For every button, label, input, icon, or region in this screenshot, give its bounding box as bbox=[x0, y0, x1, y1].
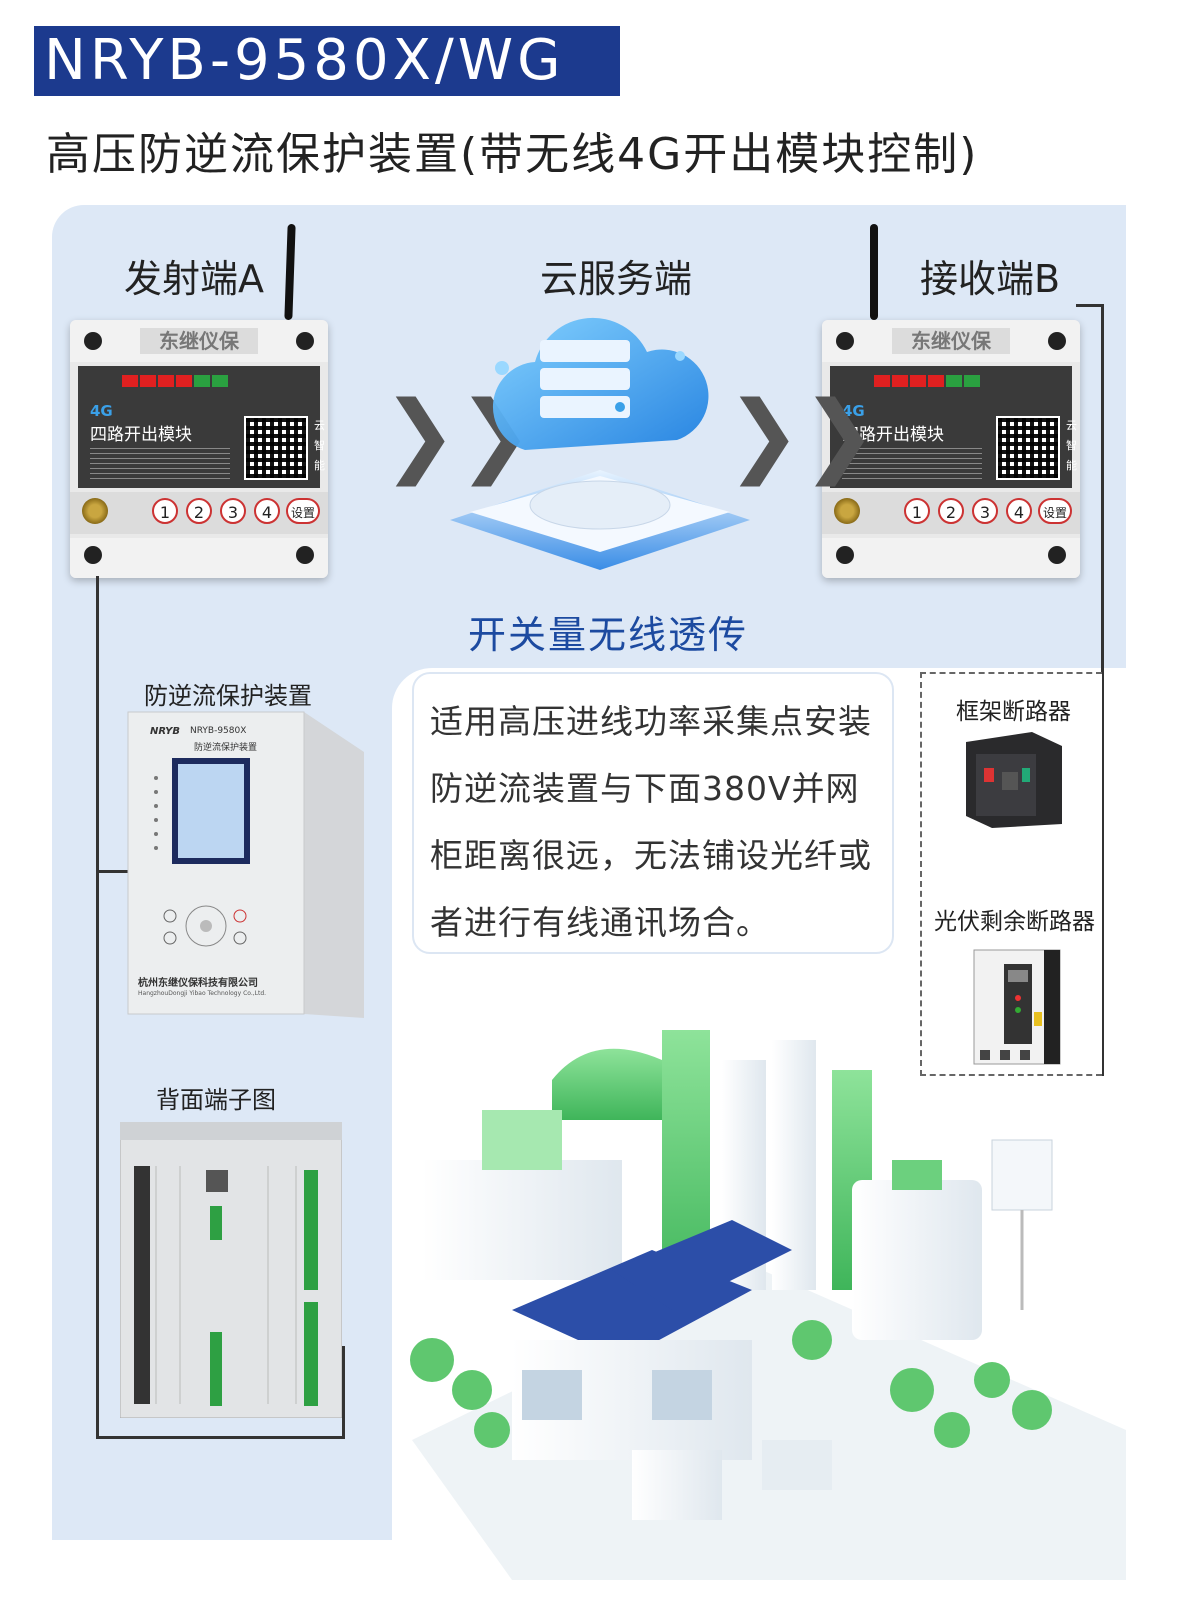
terminal-label: 背面端子图 bbox=[156, 1086, 276, 1114]
receiver-label: 接收端B bbox=[920, 257, 1061, 301]
terminal-panel bbox=[119, 1121, 343, 1419]
cloud-label: 云服务端 bbox=[540, 257, 693, 301]
protector-label: 防逆流保护装置 bbox=[144, 682, 312, 710]
connector-line bbox=[96, 1436, 344, 1439]
module-button-2[interactable]: 2 bbox=[938, 498, 964, 524]
description-line: 防逆流装置与下面380V并网 bbox=[430, 769, 860, 808]
connector-line bbox=[342, 1346, 345, 1439]
protector-device: NRYB NRYB-9580X 防逆流保护装置 杭州东继仪保科技有限公司 Han… bbox=[127, 711, 364, 1018]
page-subtitle: 高压防逆流保护装置(带无线4G开出模块控制) bbox=[46, 129, 979, 180]
sender-module: 东继仪保 4G 四路开出模块 云智能 1 2 3 4 设置 bbox=[70, 320, 328, 578]
connector-line bbox=[96, 870, 130, 873]
module-brand: 东继仪保 bbox=[892, 328, 1010, 354]
module-4g-tag: 4G bbox=[90, 402, 113, 420]
description-box: 适用高压进线功率采集点安装 防逆流装置与下面380V并网 柜距离很远，无法铺设光… bbox=[412, 672, 894, 954]
frame-breaker-image bbox=[962, 728, 1066, 832]
module-button-2[interactable]: 2 bbox=[186, 498, 212, 524]
module-settings-button[interactable]: 设置 bbox=[286, 498, 320, 524]
model-badge: NRYB-9580X/WG bbox=[34, 26, 620, 96]
antenna-icon bbox=[870, 224, 878, 320]
antenna-connector-icon bbox=[82, 498, 108, 524]
connector-line bbox=[1076, 304, 1104, 307]
description-line: 者进行有线通讯场合。 bbox=[430, 903, 770, 942]
qr-code-icon bbox=[244, 416, 308, 480]
breaker-group: 框架断路器 光伏剩余断路器 bbox=[920, 672, 1102, 1076]
module-brand: 东继仪保 bbox=[140, 328, 258, 354]
module-button-3[interactable]: 3 bbox=[220, 498, 246, 524]
receiver-module: 东继仪保 4G 四路开出模块 云智能 1 2 3 4 设置 bbox=[822, 320, 1080, 578]
module-name: 四路开出模块 bbox=[90, 425, 192, 445]
frame-breaker-label: 框架断路器 bbox=[956, 699, 1071, 725]
module-4g-tag: 4G bbox=[842, 402, 865, 420]
qr-code-icon bbox=[996, 416, 1060, 480]
connector-line bbox=[96, 576, 99, 1438]
connector-line bbox=[1101, 304, 1104, 1076]
description-line: 柜距离很远，无法铺设光纤或 bbox=[430, 836, 872, 875]
module-button-4[interactable]: 4 bbox=[1006, 498, 1032, 524]
transfer-label: 开关量无线透传 bbox=[468, 613, 749, 657]
chevron-right-icon: ❯❯ bbox=[726, 382, 877, 487]
pv-breaker-label: 光伏剩余断路器 bbox=[934, 909, 1095, 935]
module-name: 四路开出模块 bbox=[842, 425, 944, 445]
module-button-1[interactable]: 1 bbox=[904, 498, 930, 524]
description-line: 适用高压进线功率采集点安装 bbox=[430, 702, 872, 741]
module-button-1[interactable]: 1 bbox=[152, 498, 178, 524]
cloud-server-icon bbox=[430, 300, 770, 580]
module-button-3[interactable]: 3 bbox=[972, 498, 998, 524]
pv-breaker-image bbox=[970, 942, 1066, 1066]
smart-city-illustration bbox=[392, 1010, 1126, 1580]
module-settings-button[interactable]: 设置 bbox=[1038, 498, 1072, 524]
module-button-4[interactable]: 4 bbox=[254, 498, 280, 524]
antenna-connector-icon bbox=[834, 498, 860, 524]
sender-label: 发射端A bbox=[124, 257, 264, 301]
